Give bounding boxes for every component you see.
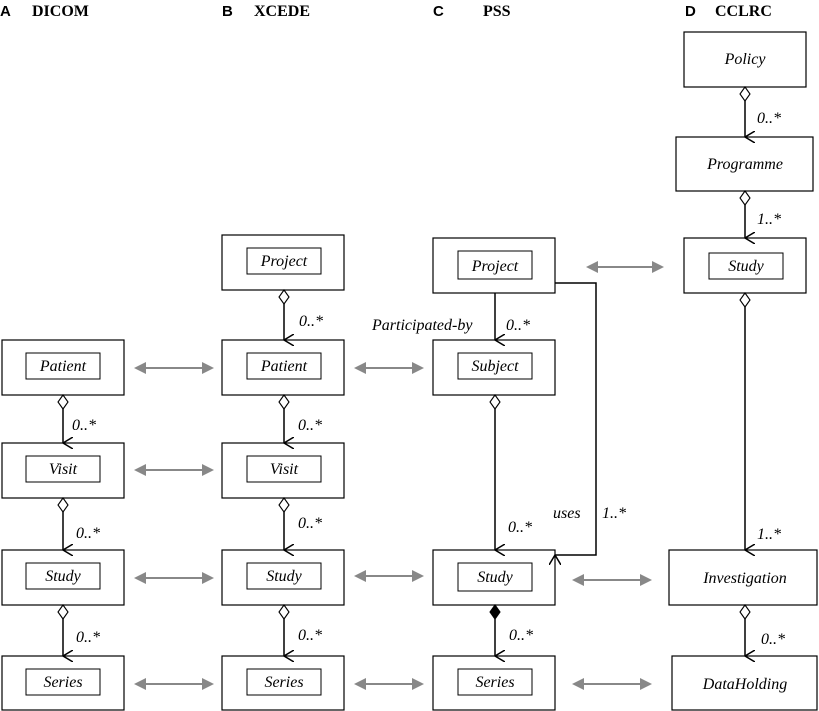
header-c-title: PSS	[483, 3, 511, 20]
col-c-study-label: Study	[477, 569, 513, 586]
col-a-mult-1: 0..*	[72, 417, 96, 434]
col-a-study-label: Study	[45, 568, 81, 585]
col-d-policy-label: Policy	[724, 51, 767, 68]
col-d-investigation-label: Investigation	[702, 570, 787, 587]
col-a-study-box: Study	[1, 549, 125, 606]
col-d-dataholding-label: DataHolding	[702, 676, 787, 693]
mapping-b-c-study	[354, 570, 424, 582]
col-b-study-label: Study	[266, 568, 302, 585]
col-a-visit-label: Visit	[49, 461, 78, 478]
col-a-series-box: Series	[1, 655, 125, 711]
col-c-uses-mult: 1..*	[602, 505, 626, 522]
col-d-link-programme-study: 1..*	[739, 190, 781, 238]
mapping-c-d-study-investigation	[572, 574, 652, 586]
col-c-series-box: Series	[432, 655, 556, 711]
col-b-visit-box: Visit	[221, 442, 345, 499]
col-c-mult-0: 0..*	[506, 317, 530, 334]
mapping-a-b-visit	[134, 464, 214, 476]
col-d-mult-0: 0..*	[757, 110, 781, 127]
col-a-series-label: Series	[43, 674, 82, 691]
col-b-link-visit-study: 0..*	[278, 497, 322, 550]
col-a-patient-box: Patient	[1, 339, 125, 396]
col-d-mult-3: 0..*	[761, 631, 785, 648]
col-c-uses-label: uses	[553, 505, 581, 522]
mapping-b-c-patient-subject	[354, 362, 424, 374]
mapping-a-b-patient	[134, 362, 214, 374]
mapping-c-d-series-dataholding	[572, 678, 652, 690]
col-b-series-label: Series	[264, 674, 303, 691]
col-d-link-investigation-dataholding: 0..*	[739, 604, 785, 656]
col-c-link-project-study-uses: uses 1..*	[553, 282, 626, 555]
col-c-subject-label: Subject	[471, 358, 519, 375]
col-c-participated-label: Participated-by	[371, 317, 473, 334]
col-c-project-label: Project	[471, 258, 519, 275]
col-d-programme-label: Programme	[706, 156, 783, 173]
col-d-dataholding-box: DataHolding	[671, 655, 818, 711]
mapping-c-d-project-study	[586, 261, 664, 273]
col-b-project-label: Project	[260, 253, 308, 270]
col-a-link-patient-visit: 0..*	[57, 394, 96, 443]
col-b-series-box: Series	[221, 655, 345, 711]
col-b-mult-1: 0..*	[298, 417, 322, 434]
col-b-study-box: Study	[221, 549, 345, 606]
header-c: C PSS	[433, 3, 511, 20]
col-b-patient-label: Patient	[260, 358, 308, 375]
col-a-link-study-series: 0..*	[57, 604, 100, 656]
col-d-mult-2: 1..*	[757, 526, 781, 543]
header-b-letter: B	[222, 3, 233, 20]
col-d-policy-box: Policy	[683, 31, 807, 88]
header-b-title: XCEDE	[254, 3, 310, 20]
col-d-mult-1: 1..*	[757, 211, 781, 228]
col-c-link-subject-study: 0..*	[489, 394, 532, 550]
col-c-study-box: Study	[432, 549, 556, 606]
col-a-link-visit-study: 0..*	[57, 497, 100, 550]
col-c-series-label: Series	[475, 674, 514, 691]
col-d-link-policy-programme: 0..*	[739, 86, 781, 137]
col-b-mult-0: 0..*	[299, 313, 323, 330]
col-a-mult-3: 0..*	[76, 629, 100, 646]
header-b: B XCEDE	[222, 3, 310, 20]
mapping-a-b-study	[134, 572, 214, 584]
col-b-link-study-series: 0..*	[278, 604, 322, 656]
mapping-a-b-series	[134, 678, 214, 690]
col-c-mult-1: 0..*	[508, 519, 532, 536]
col-b-visit-label: Visit	[270, 461, 299, 478]
col-a-mult-2: 0..*	[76, 525, 100, 542]
col-a-patient-label: Patient	[39, 358, 87, 375]
col-d-study-box: Study	[683, 237, 807, 294]
col-c-project-box: Project	[432, 237, 556, 294]
header-d-title: CCLRC	[715, 3, 772, 20]
header-a-title: DICOM	[32, 3, 89, 20]
header-c-letter: C	[433, 3, 444, 20]
header-a-letter: A	[0, 3, 11, 20]
col-a-visit-box: Visit	[1, 442, 125, 499]
col-c-link-study-series: 0..*	[489, 604, 533, 656]
col-b-link-patient-visit: 0..*	[278, 394, 322, 443]
col-b-patient-box: Patient	[221, 339, 345, 396]
col-d-investigation-box: Investigation	[668, 549, 818, 606]
mapping-b-c-series	[354, 678, 424, 690]
header-a: A DICOM	[0, 3, 89, 20]
col-d-study-label: Study	[728, 258, 764, 275]
col-d-programme-box: Programme	[675, 136, 814, 192]
header-d-letter: D	[685, 3, 696, 20]
header-d: D CCLRC	[685, 3, 772, 20]
col-d-link-study-investigation: 1..*	[739, 292, 781, 550]
col-b-link-project-patient: 0..*	[278, 289, 323, 340]
col-c-subject-box: Subject	[432, 339, 556, 396]
col-b-mult-2: 0..*	[298, 515, 322, 532]
col-b-mult-3: 0..*	[298, 627, 322, 644]
col-b-project-box: Project	[221, 234, 345, 291]
col-c-link-project-subject: Participated-by 0..*	[371, 293, 530, 340]
col-c-mult-2: 0..*	[509, 627, 533, 644]
